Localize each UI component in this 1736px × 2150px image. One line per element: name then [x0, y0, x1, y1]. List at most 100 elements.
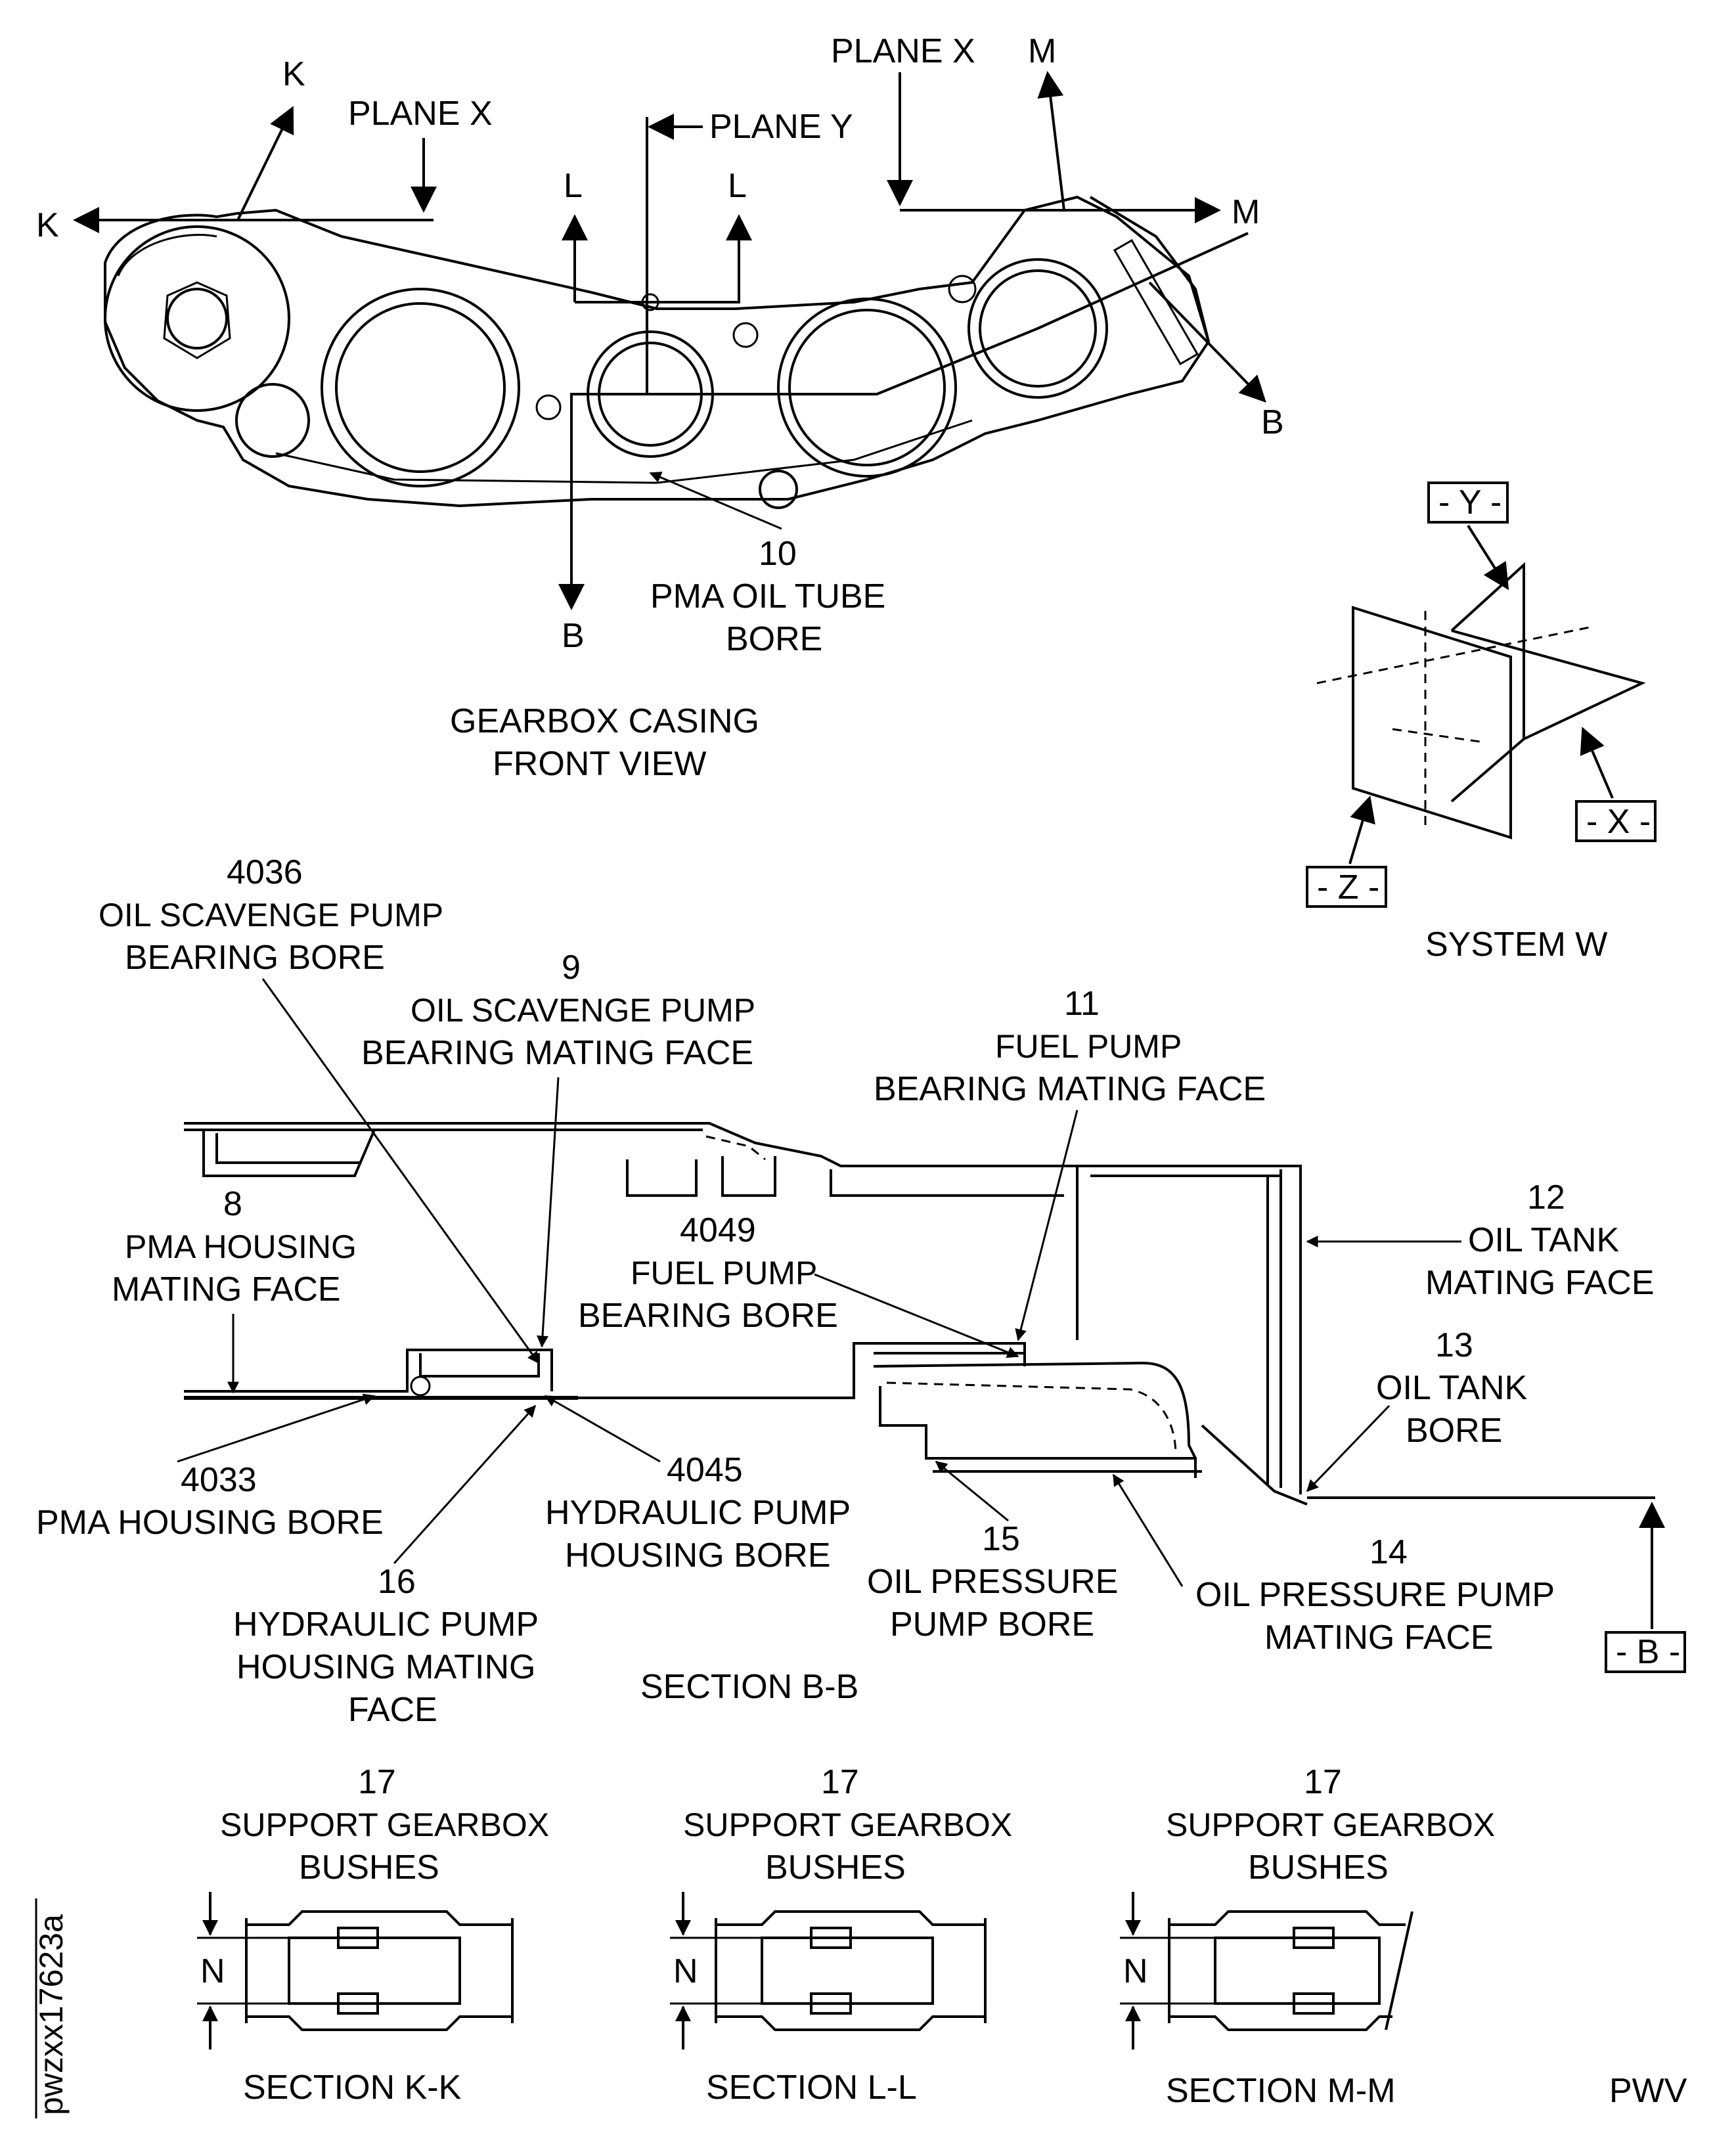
c16-line1: HYDRAULIC PUMP — [233, 1605, 539, 1644]
c4036-number: 4036 — [227, 853, 303, 891]
datum-y-label: - Y - — [1438, 483, 1502, 522]
kk-bottom-profile — [246, 2015, 512, 2031]
mm-line2: BUSHES — [1248, 1848, 1389, 1887]
axis-dash-1 — [1316, 626, 1590, 684]
plane-y — [1450, 562, 1525, 803]
bb-pma-top-housing — [202, 1129, 376, 1177]
kk-top-profile — [246, 1910, 512, 1926]
plane-x — [1451, 629, 1646, 740]
footer-code: PWV — [1609, 2072, 1687, 2110]
mm-top-profile — [1169, 1910, 1406, 1926]
front-view-caption-line1: GEARBOX CASING — [450, 702, 759, 740]
datum-y-leader — [1467, 524, 1509, 591]
ll-line1: SUPPORT GEARBOX — [683, 1806, 1012, 1843]
ll-caption: SECTION L-L — [706, 2069, 917, 2107]
c4036-leader — [261, 978, 540, 1364]
section-bb: - B - 4036 OIL SCAVENGE PUMP BEARING BOR… — [36, 853, 1686, 1729]
kk-walls — [245, 1918, 514, 2023]
k-up-arrow — [236, 106, 294, 221]
section-ll: 17 SUPPORT GEARBOX BUSHES N SECTION L-L — [670, 1763, 1012, 2107]
datum-b-box — [1605, 1631, 1686, 1673]
c4036-line1: OIL SCAVENGE PUMP — [99, 897, 443, 933]
c4033-line1: PMA HOUSING BORE — [36, 1504, 384, 1542]
c14-leader — [1112, 1473, 1184, 1587]
datum-x-label: - X - — [1586, 803, 1651, 841]
c11-leader — [1015, 1109, 1079, 1341]
bore-large-1-inner — [335, 302, 506, 473]
c16-number: 16 — [378, 1563, 416, 1601]
bb-scavenge-bore — [419, 1353, 540, 1377]
m-right-label: M — [1232, 193, 1260, 231]
bb-top-recess — [830, 1169, 1064, 1197]
mm-number: 17 — [1304, 1763, 1342, 1801]
bb-top-wall — [184, 1122, 1302, 1494]
c4045-number: 4045 — [667, 1451, 743, 1489]
bb-top-dash — [705, 1135, 766, 1161]
c4049-line1: FUEL PUMP — [631, 1255, 817, 1291]
ll-walls — [715, 1918, 987, 2023]
c8-line2: MATING FACE — [112, 1270, 341, 1309]
c11-line1: FUEL PUMP — [995, 1028, 1182, 1065]
bb-fuel-pump-housing — [552, 1342, 1026, 1399]
datum-x-leader — [1580, 727, 1614, 799]
callout-10-number: 10 — [759, 535, 797, 573]
ll-bush-bore — [761, 1937, 934, 2005]
callout-10-line1: PMA OIL TUBE — [650, 577, 885, 616]
c12-line2: MATING FACE — [1425, 1264, 1655, 1302]
c4036-line2: BEARING BORE — [125, 939, 385, 977]
c4045-leader — [544, 1395, 661, 1463]
kk-bush-bore — [288, 1937, 461, 2005]
c9-line1: OIL SCAVENGE PUMP — [411, 992, 755, 1029]
plane-z — [1352, 606, 1512, 840]
c13-leader — [1306, 1404, 1391, 1492]
callout-10-leader — [649, 472, 782, 530]
m-up-arrow — [1037, 71, 1065, 211]
c13-line1: OIL TANK — [1376, 1369, 1528, 1407]
c4049-number: 4049 — [680, 1211, 756, 1249]
casing-outline — [104, 195, 1211, 508]
m-top-label: M — [1028, 32, 1056, 70]
ll-bush-top — [810, 1927, 852, 1949]
kk-line1: SUPPORT GEARBOX — [220, 1806, 549, 1843]
left-hub-bore — [166, 288, 228, 349]
bore-large-2-inner — [788, 309, 946, 466]
c4033-number: 4033 — [181, 1461, 257, 1499]
oil-tube-boss — [759, 470, 798, 509]
c4033-leader — [177, 1393, 376, 1463]
mm-caption: SECTION M-M — [1166, 2072, 1396, 2110]
c8-number: 8 — [223, 1185, 242, 1223]
kk-number: 17 — [358, 1763, 396, 1801]
b-right-label: B — [1261, 403, 1284, 441]
c16-line3: FACE — [348, 1691, 437, 1729]
bb-oil-passage-dash — [886, 1381, 1177, 1456]
plane-x-left-label: PLANE X — [348, 95, 493, 133]
bb-top-boss-1 — [626, 1159, 698, 1197]
datum-z-box — [1306, 866, 1387, 908]
bore-right — [968, 258, 1108, 399]
section-kk: 17 SUPPORT GEARBOX BUSHES N SECTION K-K — [197, 1763, 549, 2107]
c14-line2: MATING FACE — [1264, 1619, 1494, 1657]
bb-oil-passage-outer — [873, 1361, 1197, 1459]
k-left-label: K — [36, 206, 59, 244]
c11-line2: BEARING MATING FACE — [874, 1070, 1266, 1108]
system-w-diagram: - Y - - X - - Z - SYSTEM W — [1306, 482, 1657, 964]
c13-number: 13 — [1435, 1326, 1473, 1364]
kk-line2: BUSHES — [299, 1848, 439, 1887]
l-right-arrow — [575, 214, 752, 303]
l-left-label: L — [564, 167, 583, 205]
left-hub-flange — [104, 225, 290, 412]
c15-line2: PUMP BORE — [890, 1605, 1094, 1644]
c14-number: 14 — [1369, 1533, 1408, 1571]
k-top-label: K — [282, 55, 305, 93]
ll-dim-label: N — [673, 1952, 698, 1990]
mm-bush-bore — [1214, 1937, 1381, 2005]
bb-oil-pressure-pump — [879, 1386, 1197, 1478]
b-cut-line — [570, 232, 1249, 604]
right-mount-rail — [1113, 238, 1199, 366]
ll-top-profile — [716, 1910, 985, 1926]
axis-dash-3 — [1392, 728, 1485, 744]
datum-x-box — [1575, 800, 1657, 842]
bb-top-boss-2 — [721, 1156, 776, 1197]
right-mount-arm — [1089, 196, 1210, 342]
